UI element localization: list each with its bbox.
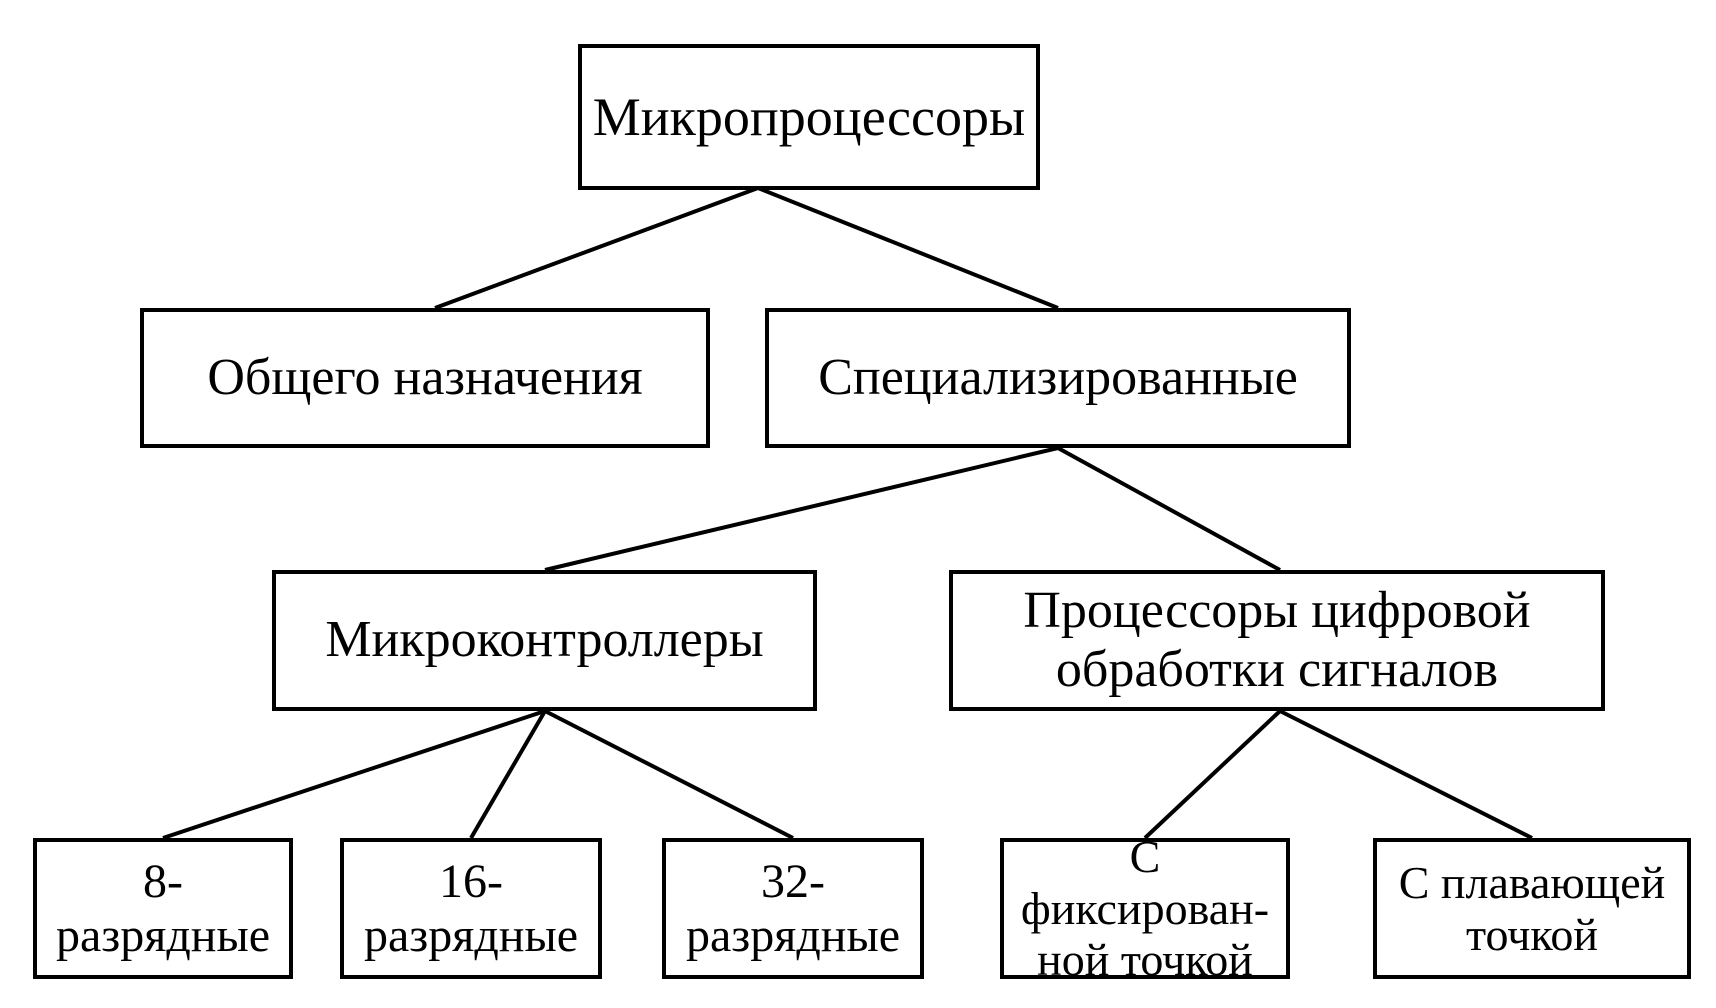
node-label-floating-point: С плавающей точкой xyxy=(1398,856,1666,960)
node-label-specialized: Специализированные xyxy=(818,348,1298,406)
edge-mcu-to-mcu8 xyxy=(162,709,546,840)
node-mcu[interactable]: Микроконтроллеры xyxy=(272,570,817,711)
node-root[interactable]: Микропроцессоры xyxy=(578,44,1040,190)
node-mcu32[interactable]: 32-разрядные xyxy=(662,838,924,979)
node-label-mcu: Микроконтроллеры xyxy=(325,611,764,669)
edge-mcu-to-mcu16 xyxy=(469,709,547,840)
edge-specialized-to-dsp xyxy=(1057,446,1281,572)
edge-specialized-to-mcu xyxy=(544,446,1059,572)
edge-dsp-to-fixed-point xyxy=(1143,709,1282,840)
node-label-root: Микропроцессоры xyxy=(592,86,1026,147)
node-mcu16[interactable]: 16-разрядные xyxy=(340,838,602,979)
node-dsp[interactable]: Процессоры цифровой обработки сигналов xyxy=(949,570,1605,711)
node-mcu8[interactable]: 8-разрядные xyxy=(33,838,293,979)
edge-root-to-general xyxy=(434,186,759,310)
node-label-mcu16: 16-разрядные xyxy=(363,854,578,962)
node-label-dsp: Процессоры цифровой обработки сигналов xyxy=(1023,582,1531,698)
edge-mcu-to-mcu32 xyxy=(544,709,794,840)
node-label-mcu32: 32-разрядные xyxy=(685,854,900,962)
node-label-general: Общего назначения xyxy=(207,348,643,406)
node-label-mcu8: 8-разрядные xyxy=(55,854,270,962)
node-general[interactable]: Общего назначения xyxy=(140,308,710,448)
edge-dsp-to-floating-point xyxy=(1279,709,1533,840)
node-specialized[interactable]: Специализированные xyxy=(765,308,1351,448)
node-label-fixed-point: С фиксирован- ной точкой xyxy=(1020,831,1270,986)
edge-root-to-specialized xyxy=(757,186,1059,310)
node-floating-point[interactable]: С плавающей точкой xyxy=(1373,838,1691,979)
node-fixed-point[interactable]: С фиксирован- ной точкой xyxy=(1000,831,1290,985)
